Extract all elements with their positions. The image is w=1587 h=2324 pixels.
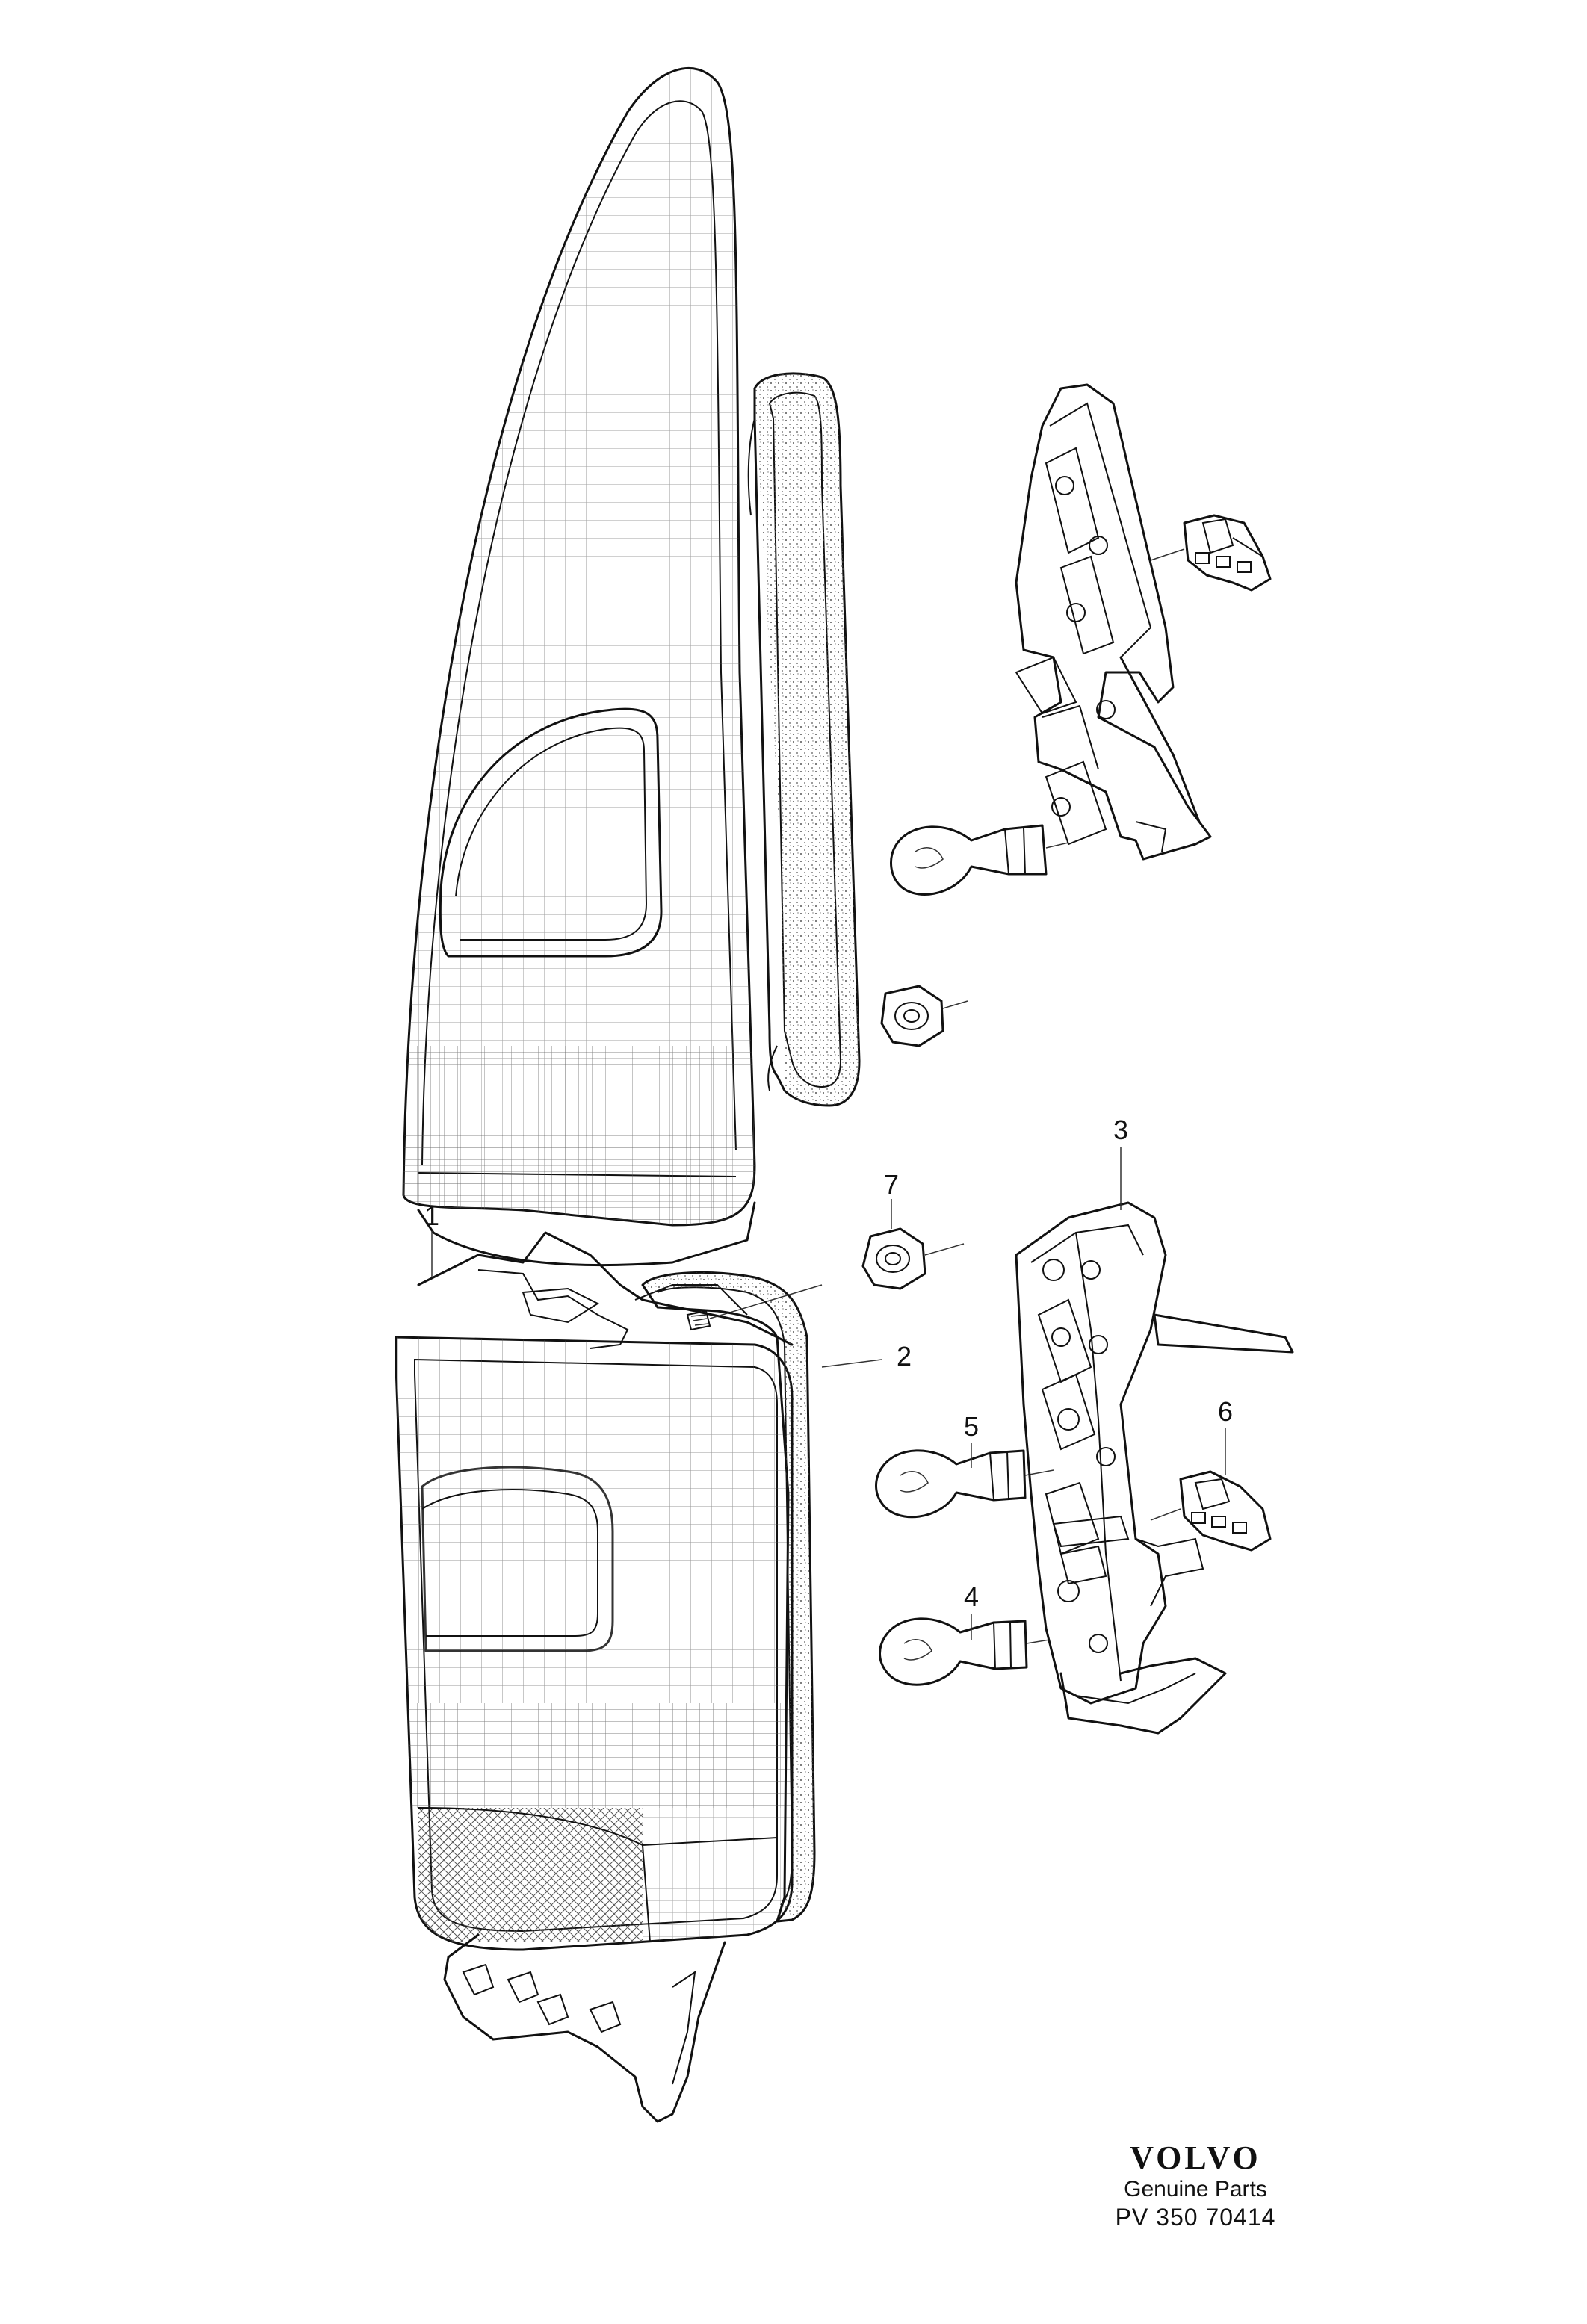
upper-gasket — [747, 372, 861, 1107]
callout-6: 6 — [1218, 1396, 1233, 1427]
callout-5: 5 — [964, 1411, 979, 1442]
callout-3: 3 — [1113, 1115, 1128, 1145]
lower-lamp-lens — [395, 1231, 794, 2123]
upper-lamp-lens — [402, 66, 756, 1267]
brand-block: VOLVO Genuine Parts PV 350 70414 — [1076, 2140, 1315, 2231]
lower-connector — [1150, 1470, 1272, 1552]
lower-gasket — [641, 1271, 816, 1923]
lower-nut — [861, 1227, 965, 1290]
upper-connector — [1150, 514, 1272, 592]
callout-4: 4 — [964, 1581, 979, 1612]
lower-bulb-4 — [879, 1617, 1051, 1686]
volvo-logo: VOLVO — [1130, 2139, 1261, 2176]
callout-7: 7 — [884, 1169, 899, 1200]
lower-bulb-5 — [875, 1449, 1054, 1519]
part-code: PV 350 70414 — [1115, 2204, 1276, 2231]
brand-subtitle: Genuine Parts — [1124, 2177, 1267, 2201]
callout-1: 1 — [424, 1200, 439, 1231]
upper-bulb — [890, 824, 1069, 896]
callout-leaders — [431, 1147, 1226, 1640]
callout-2: 2 — [897, 1341, 912, 1372]
upper-bulb-holder — [1015, 383, 1212, 861]
upper-nut — [880, 985, 968, 1047]
lower-bulb-holder — [1015, 1201, 1294, 1735]
